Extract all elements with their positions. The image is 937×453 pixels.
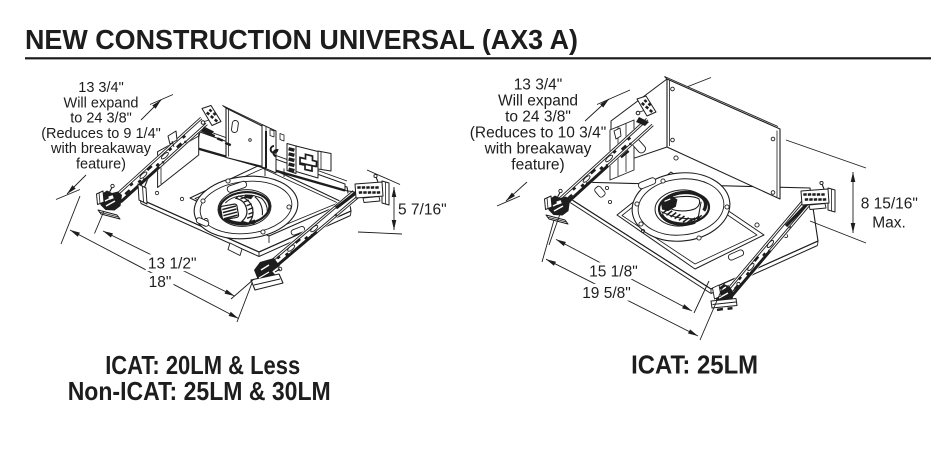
svg-text:feature): feature) xyxy=(511,157,564,174)
svg-text:Will expand: Will expand xyxy=(64,95,139,111)
svg-text:18": 18" xyxy=(149,274,172,291)
svg-text:13 3/4": 13 3/4" xyxy=(78,80,123,96)
svg-text:to 24 3/8": to 24 3/8" xyxy=(70,111,132,127)
svg-text:ICAT: 20LM & Less: ICAT: 20LM & Less xyxy=(105,350,300,380)
svg-text:(Reduces to 10 3/4": (Reduces to 10 3/4" xyxy=(470,125,606,142)
svg-text:5 7/16": 5 7/16" xyxy=(398,202,447,219)
svg-text:ICAT: 25LM: ICAT: 25LM xyxy=(631,350,758,380)
svg-text:NEW CONSTRUCTION UNIVERSAL (AX: NEW CONSTRUCTION UNIVERSAL (AX3 A) xyxy=(25,24,578,55)
svg-text:8 15/16": 8 15/16" xyxy=(861,196,918,213)
svg-text:13 3/4": 13 3/4" xyxy=(514,77,563,94)
svg-text:with breakaway: with breakaway xyxy=(50,141,152,157)
svg-text:Max.: Max. xyxy=(872,215,906,232)
svg-text:13 1/2": 13 1/2" xyxy=(148,256,197,273)
svg-text:with breakaway: with breakaway xyxy=(484,141,592,158)
svg-text:(Reduces to 9 1/4": (Reduces to 9 1/4" xyxy=(41,126,161,142)
svg-text:Will expand: Will expand xyxy=(498,93,578,110)
svg-text:feature): feature) xyxy=(76,157,126,173)
svg-text:to 24 3/8": to 24 3/8" xyxy=(505,109,571,126)
svg-text:Non-ICAT: 25LM & 30LM: Non-ICAT: 25LM & 30LM xyxy=(68,376,331,406)
svg-text:15 1/8": 15 1/8" xyxy=(589,264,638,281)
svg-text:19 5/8": 19 5/8" xyxy=(582,285,631,302)
